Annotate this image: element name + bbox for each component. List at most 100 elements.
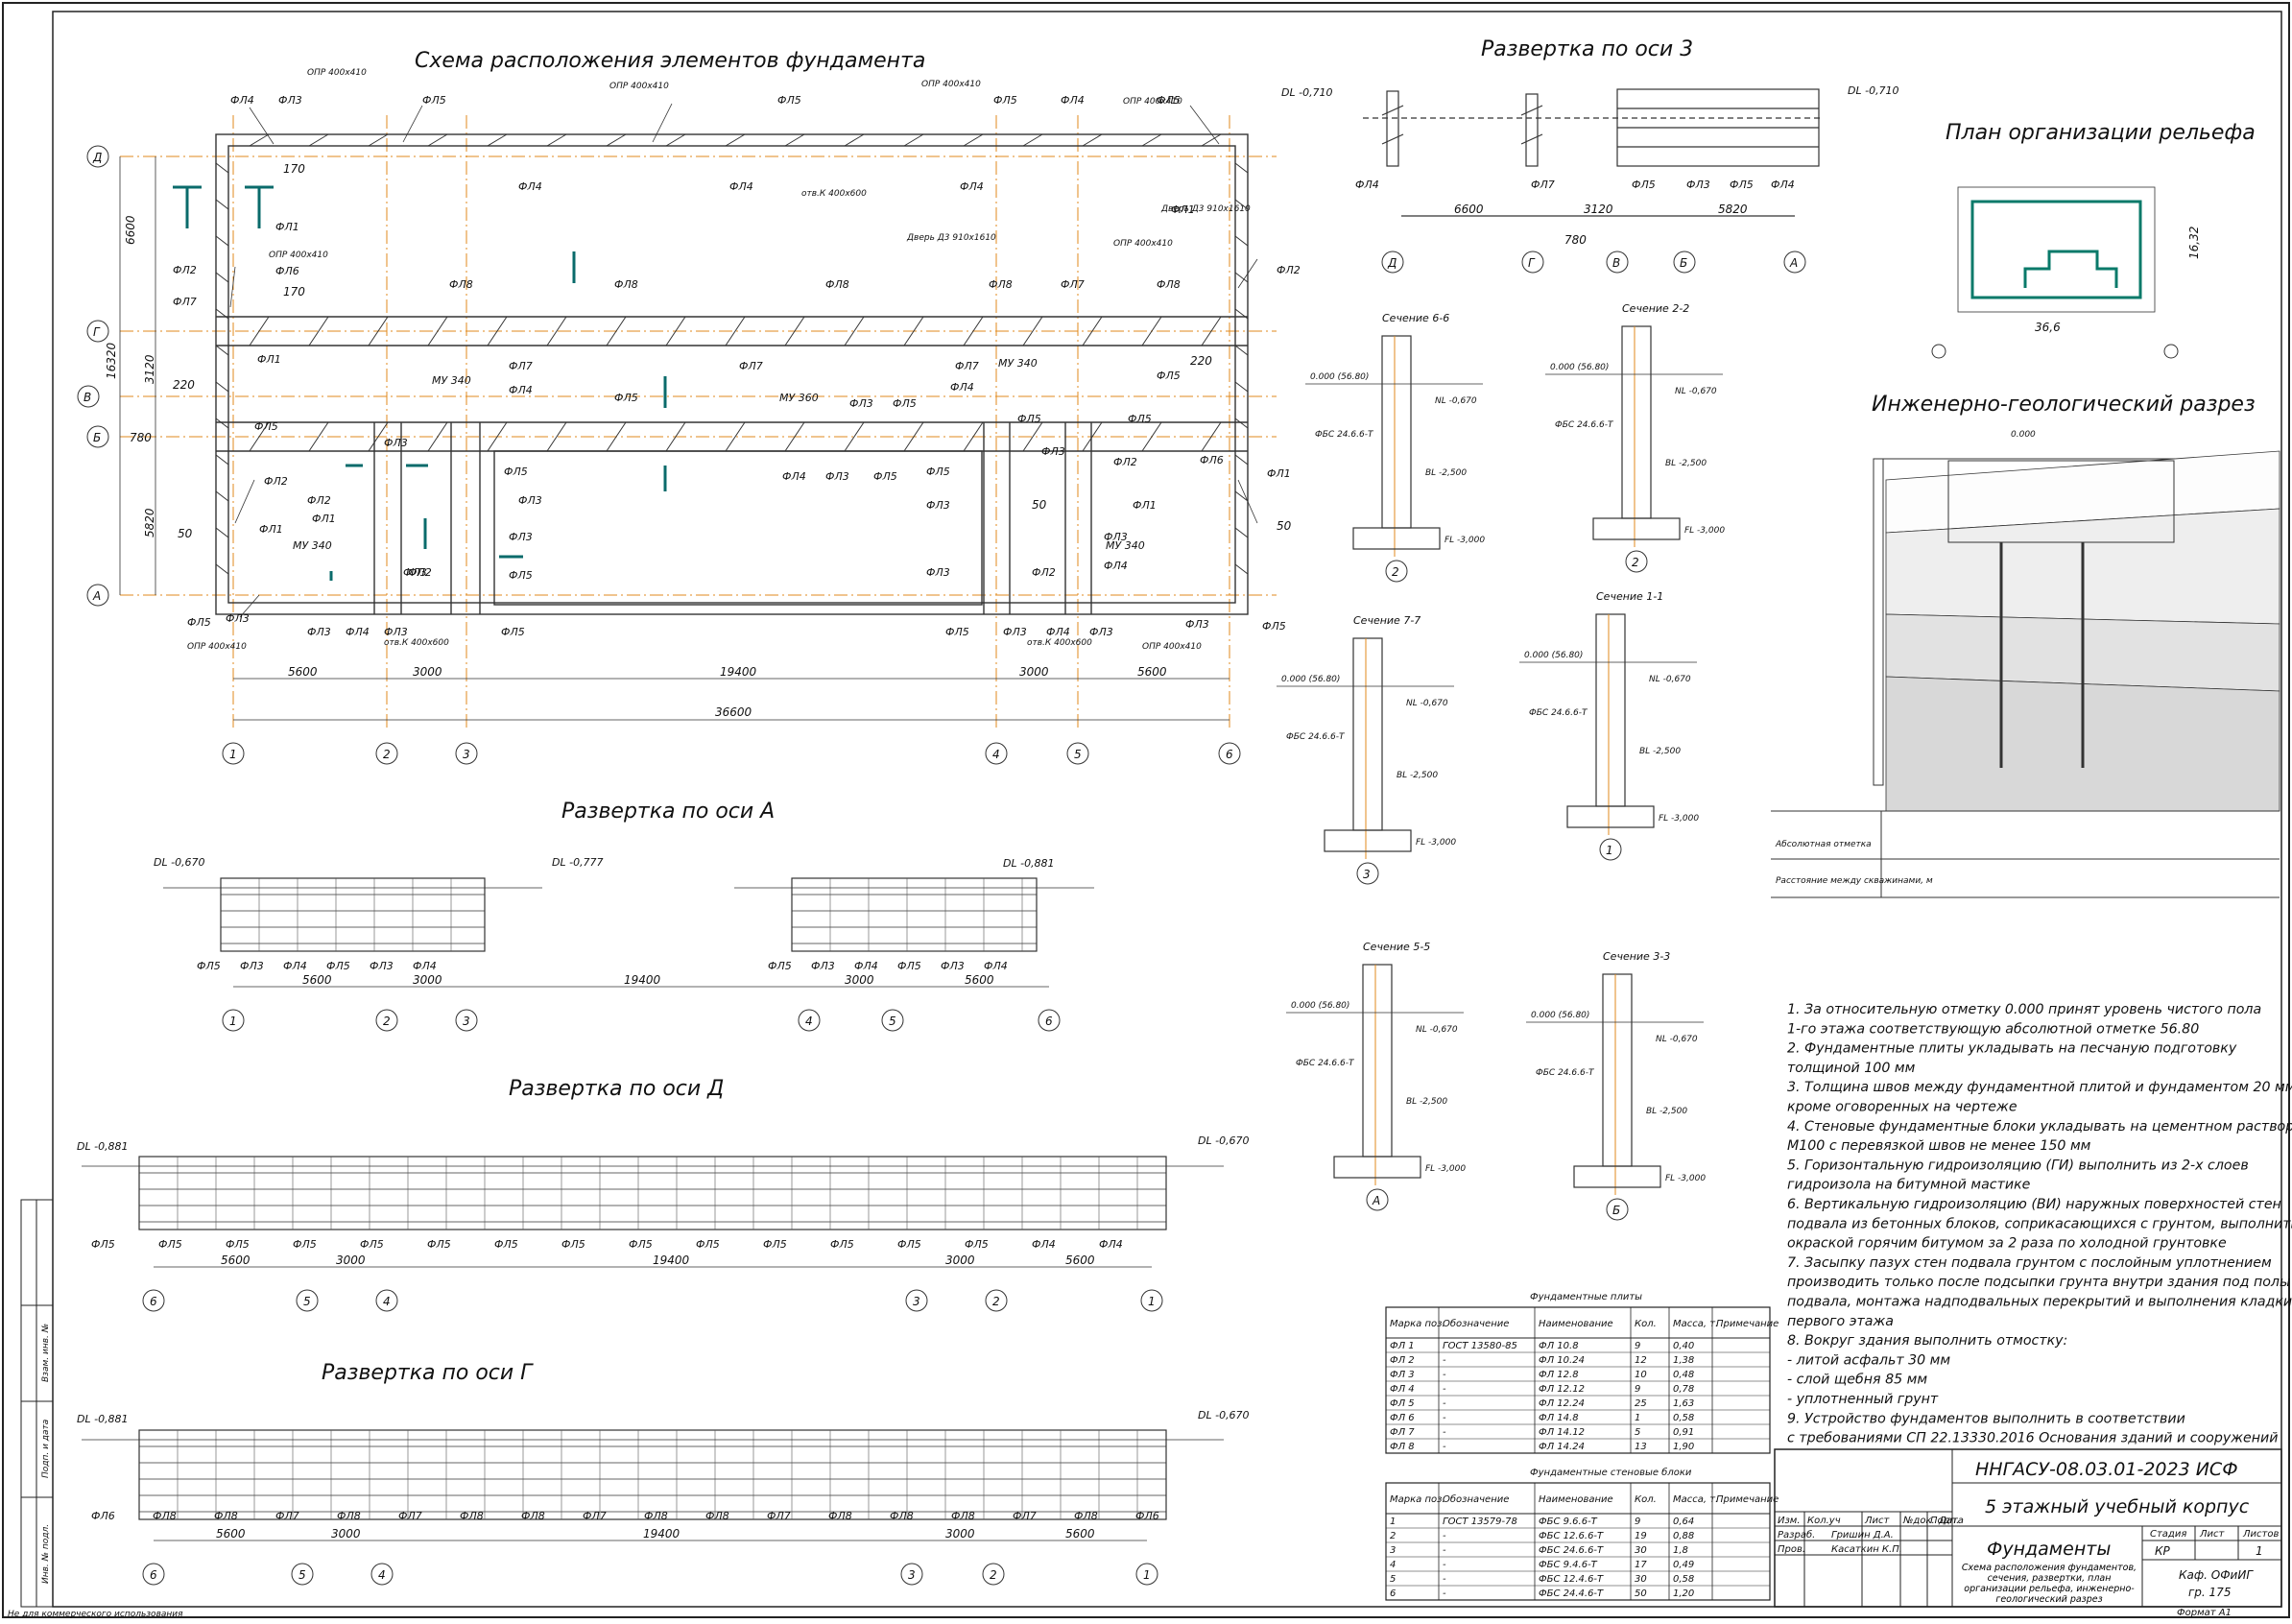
plan-mark-fl1: ФЛ1	[1133, 499, 1157, 512]
slab-joint-left	[215, 162, 229, 174]
side-stamp-inv: Инв. № подл.	[41, 1524, 51, 1584]
tb-col-label: Лист	[1864, 1516, 1891, 1526]
slab-joint	[665, 133, 686, 147]
spec_slabs-cell: ФЛ 14.12	[1539, 1427, 1585, 1438]
elev-mark-fl5: ФЛ5	[830, 1238, 854, 1251]
slab-joint-left	[215, 381, 229, 393]
row-bubble-label: А	[92, 589, 101, 603]
plan-mark-fl5: ФЛ5	[873, 470, 897, 483]
slab-joint	[249, 133, 270, 147]
elev3-mark-fl7: ФЛ7	[1531, 179, 1555, 191]
spec_slabs-cell: 1,38	[1673, 1355, 1694, 1366]
slab-joint-right	[1234, 345, 1249, 356]
plan-mark-mu340: МУ 340	[432, 374, 471, 387]
plan-mark-fl4: ФЛ4	[346, 626, 370, 638]
title-elev-axisD: Развертка по оси Д	[509, 1077, 724, 1101]
section-fbs: ФБС 24.6.6-Т	[1555, 420, 1614, 430]
spec_slabs-cell: -	[1443, 1355, 1446, 1366]
spec_slabs-cell: 0,91	[1673, 1427, 1694, 1438]
plan-mark-fl5: ФЛ5	[614, 392, 638, 404]
slab-joint	[546, 316, 567, 346]
note-line: - уплотненный грунт	[1787, 1392, 1939, 1407]
plan-mark-fl2: ФЛ2	[264, 475, 288, 488]
slab-joint	[1141, 133, 1162, 147]
spec_blocks-cell: 50	[1635, 1588, 1647, 1599]
elev-bubble-label: 1	[1143, 1568, 1151, 1582]
plan-dim-780: 780	[130, 431, 152, 444]
slab-joint	[784, 421, 805, 452]
slab-joint	[1022, 316, 1043, 346]
elev-mark-fl5: ФЛ5	[197, 960, 221, 972]
row-bubble-label: Д	[92, 151, 102, 164]
elev-bubble	[985, 1289, 1008, 1312]
spec_slabs-cell: -	[1443, 1384, 1446, 1395]
section-wall-4	[1362, 964, 1393, 1158]
spec_slabs-cell: -	[1443, 1413, 1446, 1423]
elev-bubble	[881, 1009, 904, 1032]
elev-dim: 3000	[413, 973, 442, 987]
section-nl: NL -0,670	[1435, 396, 1477, 406]
slab-joint-right	[1234, 199, 1249, 210]
elev-mark-fl5: ФЛ5	[494, 1238, 518, 1251]
elev-mark-fl5: ФЛ5	[629, 1238, 653, 1251]
plan-otvk-label: отв.К 400х600	[1027, 638, 1092, 648]
slab-joint	[487, 316, 508, 346]
elev-bubble	[291, 1563, 314, 1586]
plan-mark-fl5: ФЛ5	[501, 626, 525, 638]
section-nl: NL -0,670	[1656, 1035, 1698, 1044]
plan-mark-fl3: ФЛ3	[1185, 618, 1209, 631]
elev-mark-fl3: ФЛ3	[370, 960, 394, 972]
tb-role2: Пров.	[1778, 1544, 1805, 1555]
plan-mark-fl7: ФЛ7	[173, 296, 197, 308]
elev-mark-fl5: ФЛ5	[360, 1238, 384, 1251]
elev-mark-fl8: ФЛ8	[521, 1510, 545, 1522]
plan-mark-fl8: ФЛ8	[614, 278, 638, 291]
slab-joint-left	[215, 345, 229, 356]
plan-mark-fl1: ФЛ1	[1171, 203, 1195, 216]
plan-dim-3000-right: 3000	[1019, 665, 1049, 679]
slab-joint-left	[215, 235, 229, 247]
note-line: подвала из бетонных блоков, соприкасающи…	[1787, 1216, 2292, 1231]
plan-opening-label-b: ОПР 400х410	[269, 251, 328, 260]
geo-level-0: 0.000	[2011, 430, 2036, 440]
plan-mark-fl5: ФЛ5	[187, 616, 211, 629]
slab-joint	[1022, 421, 1043, 452]
sheet-frame	[52, 11, 2282, 1608]
title-elev-axisA: Развертка по оси А	[561, 800, 775, 824]
row-bubble-Б	[86, 425, 109, 448]
spec_slabs-title: Фундаментные плиты	[1530, 1292, 1642, 1302]
slab-joint	[844, 316, 865, 346]
plan-otvk-label: отв.К 400х600	[384, 638, 449, 648]
elev3-mark-fl4: ФЛ4	[1355, 179, 1379, 191]
plan-walls	[215, 133, 1249, 615]
tb-name1: Гришин Д.А.	[1831, 1530, 1894, 1540]
slab-joint	[963, 316, 984, 346]
spec_blocks-cell: ФБС 9.6.6-Т	[1539, 1517, 1598, 1527]
slab-joint-right	[1234, 381, 1249, 393]
elev-bubble-label: 6	[150, 1295, 157, 1308]
spec_slabs-cell: 0,40	[1673, 1341, 1694, 1351]
elev-mark-fl8: ФЛ8	[460, 1510, 484, 1522]
spec_blocks-cell: 1	[1390, 1517, 1396, 1527]
col-bubble-label: 2	[383, 748, 391, 761]
spec_blocks-cell: 0,88	[1673, 1531, 1694, 1541]
note-line: кроме оговоренных на чертеже	[1787, 1100, 2017, 1115]
plan-mark-fl7: ФЛ7	[955, 360, 979, 372]
tb-code: ННГАСУ-08.03.01-2023 ИСФ	[1975, 1459, 2238, 1480]
elev-dim: 19400	[653, 1254, 690, 1267]
elevA-left-outline	[220, 877, 486, 952]
section-level-0: 0.000 (56.80)	[1291, 1001, 1349, 1011]
spec_slabs-cell: 12	[1635, 1355, 1647, 1366]
elev-bubble	[455, 1009, 478, 1032]
plan-mark-fl4: ФЛ4	[230, 94, 254, 107]
plan-mark-fl3: ФЛ3	[226, 612, 250, 625]
elev3-bubble-2	[1606, 251, 1629, 274]
slab-joint	[903, 316, 924, 346]
tb-role1: Разраб.	[1778, 1529, 1815, 1540]
plan-mark-fl3: ФЛ3	[825, 470, 849, 483]
spec_blocks-cell: -	[1443, 1531, 1446, 1541]
plan-mark-fl5: ФЛ5	[1017, 413, 1041, 425]
spec_slabs-cell: 5	[1635, 1427, 1640, 1438]
section-fbs: ФБС 24.6.6-Т	[1315, 430, 1374, 440]
